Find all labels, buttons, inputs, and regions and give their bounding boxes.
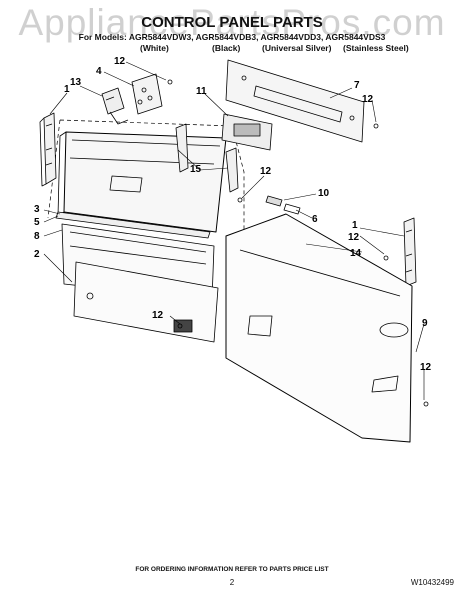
callout-3: 3 — [34, 204, 40, 215]
callout-12-right-mid: 12 — [348, 232, 360, 243]
callout-12-right-top: 12 — [362, 94, 374, 105]
callout-12-top: 12 — [114, 56, 126, 67]
callout-13: 13 — [70, 77, 82, 88]
callout-9: 9 — [422, 318, 428, 329]
mounting-plate-part-4 — [131, 73, 163, 115]
variant-stainless-steel: (Stainless Steel) — [343, 43, 409, 53]
clip-part-15-b — [225, 147, 239, 193]
callout-14: 14 — [350, 248, 362, 259]
electronic-control-part-11 — [221, 113, 273, 151]
screw-part-12-c — [237, 197, 243, 203]
callout-4: 4 — [96, 66, 102, 77]
large-panel-part-9 — [225, 213, 413, 443]
page-number: 2 — [229, 578, 235, 587]
ordering-note: FOR ORDERING INFORMATION REFER TO PARTS … — [135, 566, 329, 573]
clip-part-6 — [283, 203, 301, 215]
back-panel-part-2 — [73, 261, 219, 343]
model-numbers: For Models: AGR5844VDW3, AGR5844VDB3, AG… — [78, 32, 386, 42]
variant-black: (Black) — [212, 43, 241, 53]
callout-12-bottom: 12 — [152, 310, 164, 321]
screw-part-12-f — [423, 401, 429, 407]
callout-12-mid: 12 — [260, 166, 272, 177]
left-side-bracket — [39, 112, 57, 187]
callout-2: 2 — [34, 249, 40, 260]
bracket-part-13 — [101, 87, 129, 125]
rear-channel-part-7 — [225, 59, 365, 143]
callout-7: 7 — [354, 80, 360, 91]
right-side-bracket — [403, 217, 417, 287]
document-number: W10432499 — [410, 578, 454, 587]
variant-universal-silver: (Universal Silver) — [262, 43, 332, 53]
leader-lines — [43, 61, 425, 400]
watermark: AppliancePartsPros.com — [18, 2, 446, 43]
screw-part-12-d — [383, 255, 389, 261]
callout-12-right-bottom: 12 — [420, 362, 432, 373]
callout-1-right: 1 — [352, 220, 358, 231]
callout-10: 10 — [318, 188, 330, 199]
trim-strip-part-5 — [55, 211, 211, 239]
callout-1-left: 1 — [64, 84, 70, 95]
callout-15: 15 — [190, 164, 202, 175]
spring-clip-part-10 — [265, 195, 283, 207]
screw-part-12-b — [373, 123, 379, 129]
diagram-title: CONTROL PANEL PARTS — [141, 14, 323, 31]
callout-11: 11 — [196, 86, 207, 97]
callout-6: 6 — [312, 214, 318, 225]
clip-part-15-a — [175, 123, 189, 173]
screw-part-12-a — [167, 79, 173, 85]
callout-8: 8 — [34, 231, 40, 242]
variant-white: (White) — [140, 43, 169, 53]
callout-5: 5 — [34, 217, 40, 228]
